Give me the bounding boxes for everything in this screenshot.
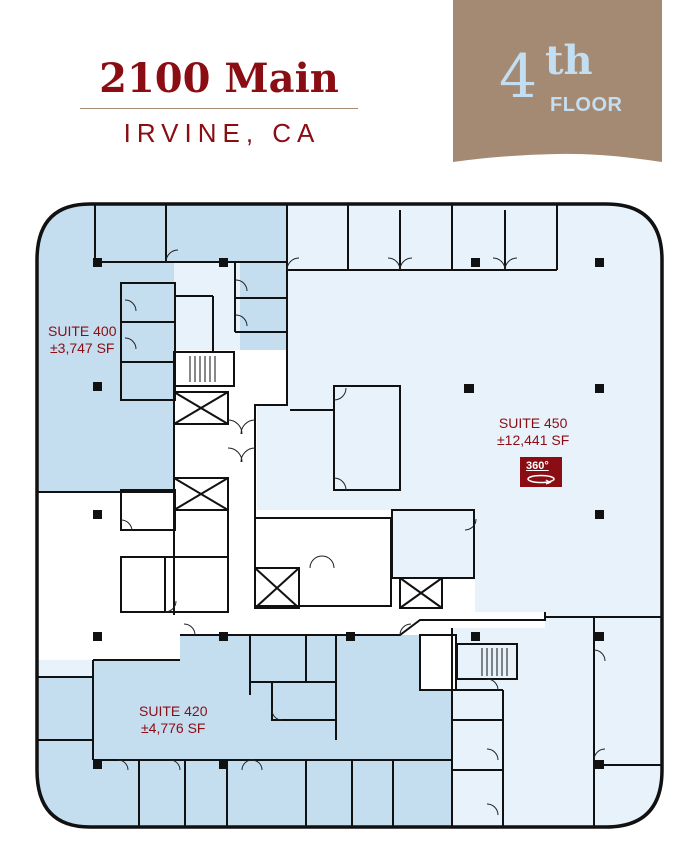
building-title-block: 2100 Main IRVINE, CA (80, 52, 358, 149)
floor-badge: 4 th FLOOR (453, 0, 662, 162)
building-city: IRVINE, CA (123, 118, 321, 148)
360-tour-icon: 360° (526, 460, 549, 472)
suite-450-label[interactable]: SUITE 450 ±12,441 SF (497, 415, 569, 449)
suite-420-label[interactable]: SUITE 420 ±4,776 SF (139, 703, 207, 737)
suite-420-name: SUITE 420 (139, 703, 208, 719)
suite-400-area: ±3,747 SF (49, 340, 115, 356)
door-swings (117, 249, 606, 816)
floor-label: FLOOR (550, 94, 623, 116)
suite-400-label[interactable]: SUITE 400 ±3,747 SF (48, 323, 116, 357)
floor-number-suffix: th (545, 37, 593, 84)
structural-columns (93, 258, 604, 769)
title-divider (80, 108, 358, 109)
stair-lines (189, 356, 508, 676)
suite-450-name: SUITE 450 (498, 415, 568, 431)
exterior-wall (35, 202, 664, 829)
suite-420-area[interactable] (37, 635, 452, 827)
virtual-tour-button[interactable]: 360° (520, 457, 562, 487)
rotate-arrow-icon (527, 474, 555, 485)
floor-number: 4 (499, 42, 537, 112)
suite-400-area[interactable] (37, 204, 287, 492)
interior-walls (37, 204, 662, 827)
suite-400-name: SUITE 400 (48, 323, 117, 339)
suite-450-lower-offices[interactable] (452, 628, 662, 827)
building-name: 2100 Main (99, 55, 339, 102)
suite-450-area: ±12,441 SF (497, 432, 570, 448)
suite-420-area: ±4,776 SF (140, 720, 206, 736)
floor-badge-shape (453, 0, 662, 162)
